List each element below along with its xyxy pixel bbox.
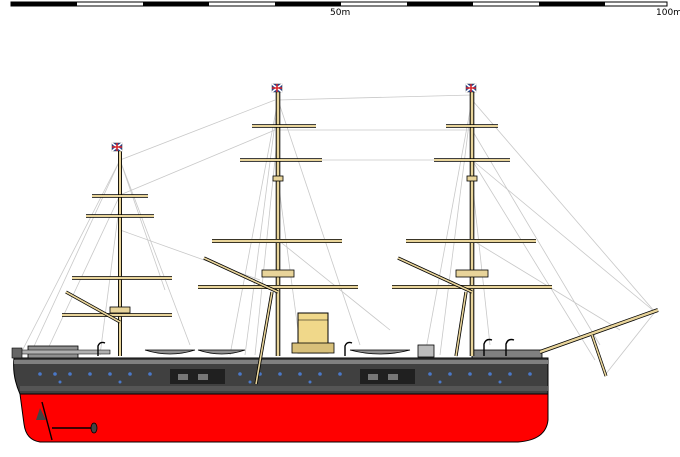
scale-label-50m: 50m bbox=[330, 8, 351, 18]
scale-bar bbox=[10, 1, 668, 7]
portholes bbox=[38, 372, 532, 384]
ship-boat bbox=[349, 349, 411, 355]
gun-port bbox=[198, 374, 208, 380]
ship-boat bbox=[144, 349, 196, 355]
hull-upper bbox=[13, 357, 549, 395]
yards bbox=[62, 124, 552, 385]
union-jack-flag-icon bbox=[465, 83, 477, 93]
gun-port bbox=[388, 374, 398, 380]
ship-boat bbox=[197, 349, 246, 355]
anchor-icon bbox=[36, 401, 98, 441]
battery-recess bbox=[170, 369, 225, 384]
gun-port bbox=[178, 374, 188, 380]
hull-lower bbox=[19, 393, 549, 443]
gun-port bbox=[368, 374, 378, 380]
union-jack-flag-icon bbox=[111, 142, 123, 152]
bowsprit bbox=[539, 308, 659, 377]
battery-recess bbox=[360, 369, 415, 384]
rigging bbox=[19, 94, 656, 376]
scale-label-100m: 100m bbox=[656, 8, 680, 18]
deck-strake bbox=[14, 360, 548, 364]
deck-fittings bbox=[11, 312, 543, 359]
union-jack-flag-icon bbox=[271, 83, 283, 93]
waterline-strake bbox=[20, 386, 548, 391]
